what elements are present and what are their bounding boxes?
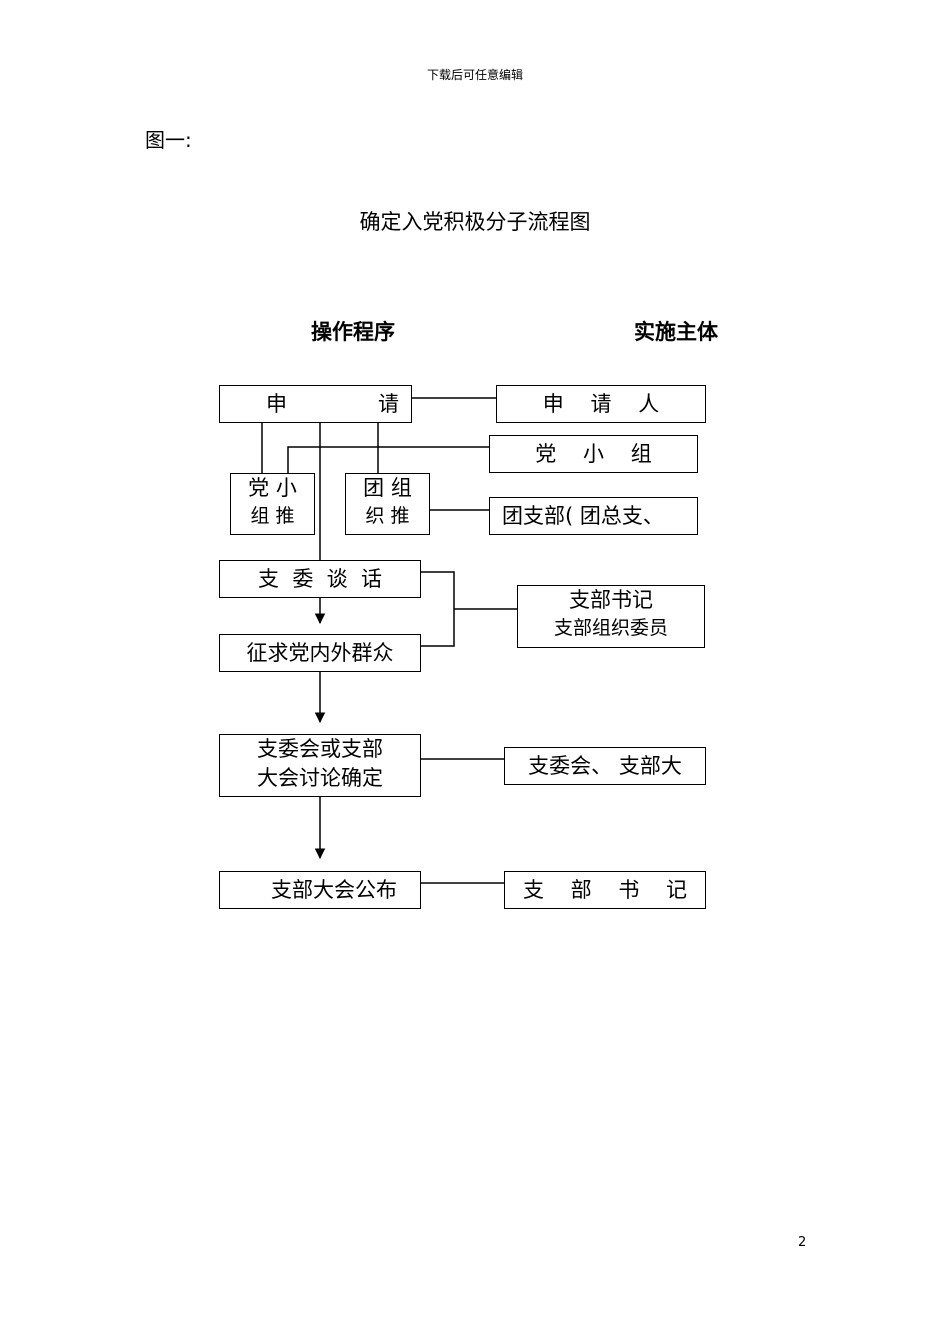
chart-title: 确定入党积极分子流程图 — [359, 210, 591, 234]
header-note: 下载后可任意编辑 — [426, 68, 523, 82]
executor-column-header: 实施主体 — [634, 320, 718, 344]
step-league-group-recommend-box: 团 组 织 推 — [345, 473, 430, 535]
executor-league-branch-box: 团支部( 团总支、 — [489, 497, 698, 535]
executor-applicant-label: 申 请 人 — [542, 391, 660, 416]
executor-committee-assembly-box: 支委会、 支部大 — [504, 747, 706, 785]
page-number: 2 — [798, 1235, 807, 1250]
executor-league-branch-label: 团支部( 团总支、 — [502, 503, 664, 528]
step-apply-left: 申 — [266, 392, 287, 416]
executor-committee-assembly-label: 支委会、 支部大 — [528, 753, 682, 778]
step-party-group-recommend-box: 党 小 组 推 — [230, 473, 315, 535]
connector-bracket — [420, 571, 455, 647]
step-committee-talk-box: 支 委 谈 话 — [219, 560, 421, 598]
executor-branch-secretary-label: 支 部 书 记 — [522, 877, 688, 902]
step-solicit-opinions-label: 征求党内外群众 — [246, 640, 394, 665]
connector-party-group-executor — [287, 446, 489, 473]
procedure-column-header: 操作程序 — [311, 320, 395, 344]
step-announce-label: 支部大会公布 — [271, 877, 397, 902]
step-solicit-opinions-box: 征求党内外群众 — [219, 634, 421, 672]
step-committee-talk-label: 支 委 谈 话 — [257, 566, 383, 591]
step-party-group-line2: 组 推 — [250, 505, 295, 527]
executor-party-group-label: 党 小 组 — [535, 441, 652, 466]
step-announce-box: 支部大会公布 — [219, 871, 421, 909]
step-apply-box: 申 请 — [219, 385, 412, 423]
step-committee-decide-line1: 支委会或支部 — [257, 737, 383, 761]
executor-secretary-members-line2: 支部组织委员 — [553, 617, 668, 639]
step-league-group-line2: 织 推 — [365, 505, 410, 527]
step-party-group-line1: 党 小 — [248, 476, 297, 500]
executor-secretary-members-box: 支部书记 支部组织委员 — [517, 585, 705, 648]
figure-label: 图一: — [145, 128, 192, 152]
executor-secretary-members-line1: 支部书记 — [569, 588, 653, 612]
step-committee-decide-box: 支委会或支部 大会讨论确定 — [219, 734, 421, 797]
step-committee-decide-line2: 大会讨论确定 — [257, 766, 383, 790]
executor-party-group-box: 党 小 组 — [489, 435, 698, 473]
executor-branch-secretary-box: 支 部 书 记 — [504, 871, 706, 909]
executor-applicant-box: 申 请 人 — [496, 385, 706, 423]
step-league-group-line1: 团 组 — [363, 476, 412, 500]
step-apply-right: 请 — [378, 392, 399, 416]
